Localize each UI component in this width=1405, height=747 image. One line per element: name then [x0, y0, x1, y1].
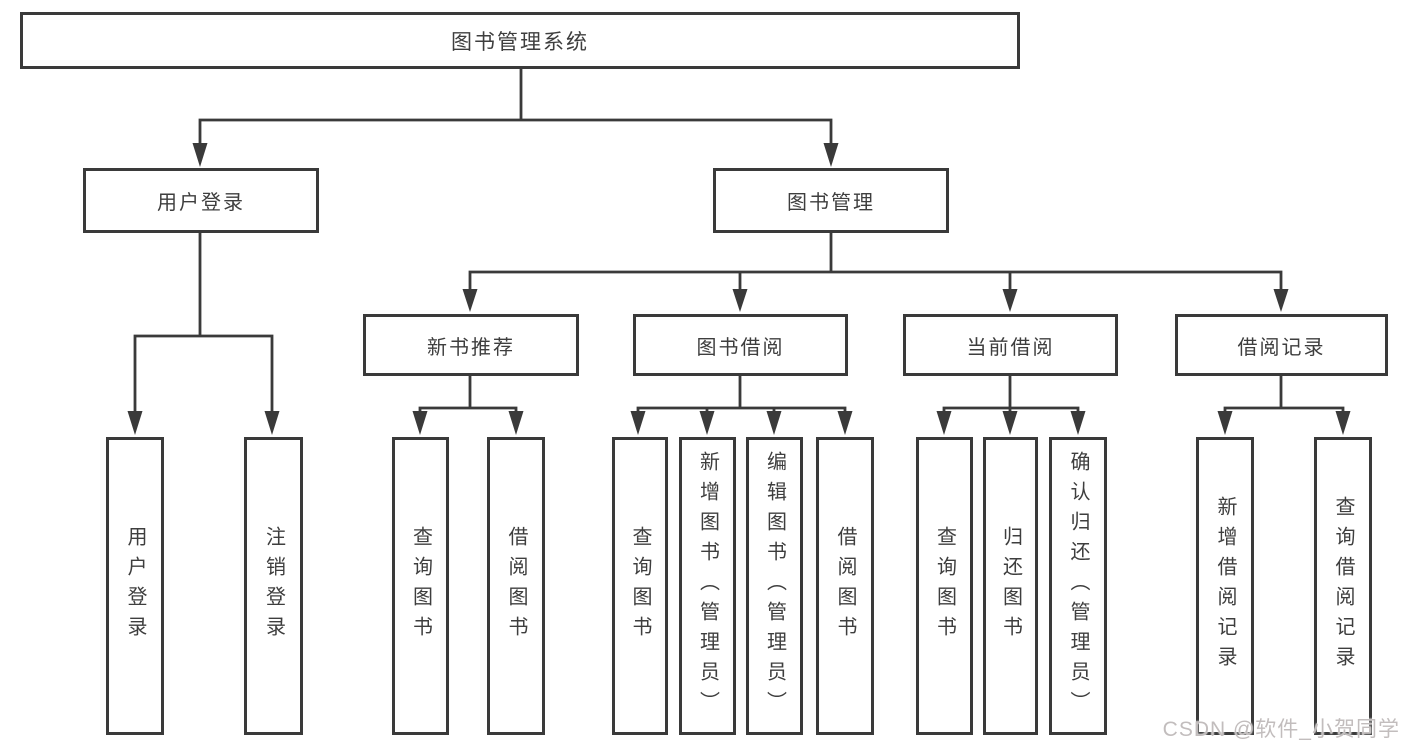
arrowhead-records-query: [1335, 411, 1351, 435]
node-book-borrowing: 图书借阅: [633, 314, 848, 376]
arrowhead-borrow-add: [699, 411, 715, 435]
arrowhead-borrow-edit: [766, 411, 782, 435]
arrowhead-records-add: [1217, 411, 1233, 435]
arrowhead-leaf-logout: [264, 411, 280, 435]
arrowhead-current-borrowing: [1002, 289, 1018, 312]
connector-records-bar: [1223, 406, 1345, 414]
leaf-current-query-books: 查询图书: [916, 437, 973, 735]
watermark-text: CSDN @软件_小贺同学: [1162, 718, 1400, 741]
leaf-recommend-borrow-books-label: 借阅图书: [505, 526, 527, 646]
node-new-book-recommendation: 新书推荐: [363, 314, 579, 376]
arrowhead-current-confirm: [1070, 411, 1086, 435]
arrowhead-current-return: [1002, 411, 1018, 435]
leaf-query-borrow-record: 查询借阅记录: [1314, 437, 1372, 735]
leaf-recommend-query-books: 查询图书: [392, 437, 449, 735]
connector-level3-bar: [468, 270, 1283, 291]
leaf-edit-books-admin: 编辑图书（管理员）: [746, 437, 803, 735]
leaf-user-login-label: 用户登录: [124, 526, 146, 646]
leaf-return-books-label: 归还图书: [999, 526, 1022, 646]
leaf-confirm-return-admin: 确认归还（管理员）: [1049, 437, 1107, 735]
leaf-logout: 注销登录: [244, 437, 303, 735]
arrowhead-leaf-user-login: [127, 411, 143, 435]
leaf-add-borrow-record-label: 新增借阅记录: [1214, 496, 1236, 676]
leaf-add-books-admin-label: 新增图书（管理员）: [696, 451, 719, 721]
leaf-add-borrow-record: 新增借阅记录: [1196, 437, 1254, 735]
arrowhead-borrow-borrow: [837, 411, 853, 435]
arrowhead-new-book-recommendation: [462, 289, 478, 312]
arrowhead-book-borrowing: [732, 289, 748, 312]
node-library-management-system: 图书管理系统: [20, 12, 1020, 69]
arrowhead-current-query: [936, 411, 952, 435]
leaf-return-books: 归还图书: [983, 437, 1038, 735]
node-current-borrowing: 当前借阅: [903, 314, 1118, 376]
leaf-add-books-admin: 新增图书（管理员）: [679, 437, 736, 735]
leaf-query-borrow-record-label: 查询借阅记录: [1332, 496, 1354, 676]
arrowhead-recommend-query: [412, 411, 428, 435]
leaf-recommend-borrow-books: 借阅图书: [487, 437, 545, 735]
leaf-current-query-books-label: 查询图书: [933, 526, 956, 646]
node-borrowing-records: 借阅记录: [1175, 314, 1388, 376]
leaf-borrow-borrow-books-label: 借阅图书: [834, 526, 856, 646]
leaf-logout-label: 注销登录: [262, 526, 285, 646]
leaf-borrow-query-books-label: 查询图书: [629, 526, 651, 646]
arrowhead-borrowing-records: [1273, 289, 1289, 312]
leaf-confirm-return-admin-label: 确认归还（管理员）: [1067, 451, 1089, 721]
connector-user-login-bar: [133, 334, 274, 413]
arrowhead-borrow-query: [630, 411, 646, 435]
connector-borrow-bar: [636, 406, 847, 414]
leaf-recommend-query-books-label: 查询图书: [409, 526, 432, 646]
node-book-management: 图书管理: [713, 168, 949, 233]
connector-recommend-bar: [418, 406, 518, 414]
leaf-borrow-borrow-books: 借阅图书: [816, 437, 874, 735]
node-user-login: 用户登录: [83, 168, 319, 233]
arrowhead-recommend-borrow: [508, 411, 524, 435]
connector-root-bar: [198, 118, 833, 146]
arrowhead-book-management: [823, 143, 839, 167]
leaf-edit-books-admin-label: 编辑图书（管理员）: [763, 451, 786, 721]
leaf-borrow-query-books: 查询图书: [612, 437, 668, 735]
leaf-user-login: 用户登录: [106, 437, 164, 735]
arrowhead-user-login: [192, 143, 208, 167]
